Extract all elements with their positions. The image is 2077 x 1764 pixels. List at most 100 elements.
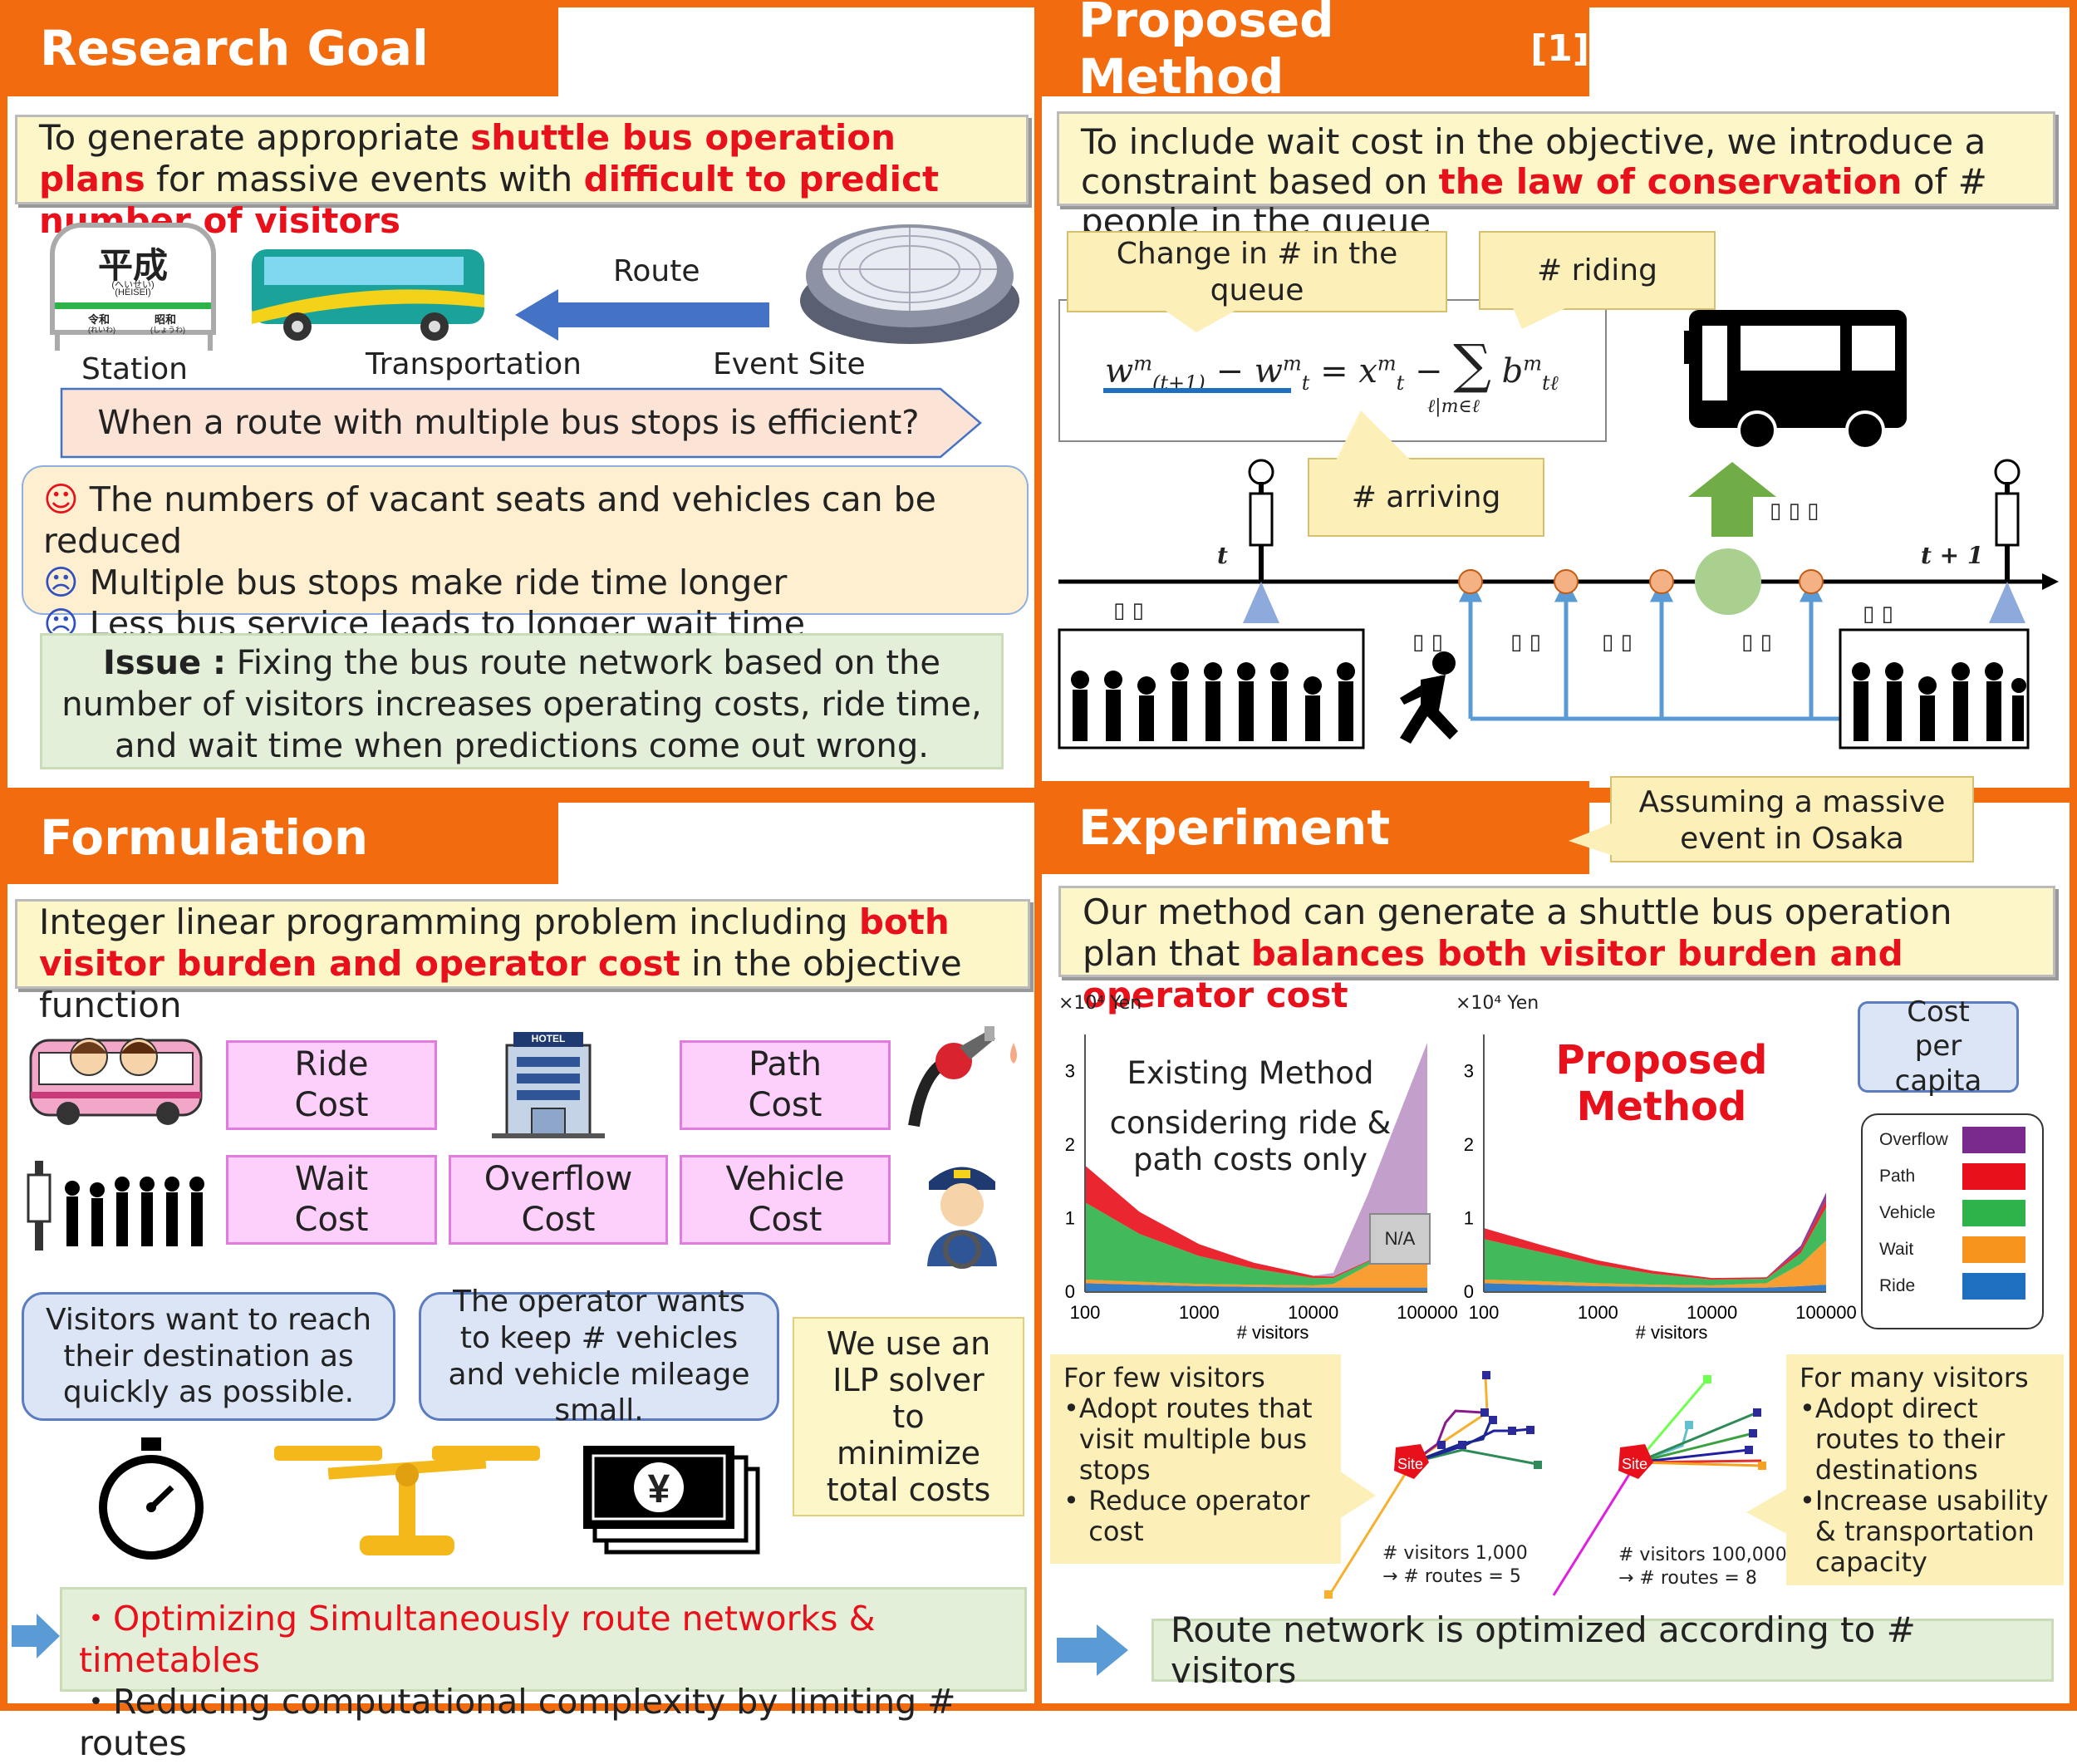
callout-queue-change: Change in # in the queue	[1067, 231, 1447, 312]
result-arrow-icon	[12, 1614, 60, 1658]
left-chart-title-1: Existing Method	[1127, 1055, 1374, 1091]
legend-swatch	[1962, 1200, 2025, 1226]
few-site-label: Site	[1397, 1456, 1424, 1472]
visitors-note: Visitors want to reach their destination…	[22, 1292, 395, 1421]
formulation-heading: Formulation	[0, 791, 558, 884]
smile-icon: ☺	[43, 479, 79, 519]
label-transportation: Transportation	[366, 347, 582, 381]
legend-item-ride: Ride	[1879, 1268, 2025, 1305]
right-x-tick: 100000	[1795, 1302, 1856, 1323]
few-visitors-note: For few visitors •Adopt routes that visi…	[1050, 1354, 1341, 1564]
arrow-glyph-1: ▯ ▯	[1510, 630, 1541, 655]
conclusion-arrow-icon	[1057, 1624, 1128, 1676]
bus-driver-icon	[927, 1167, 997, 1269]
right-area-vehicle	[1484, 1207, 1826, 1286]
frown-icon: ☹	[43, 563, 79, 602]
pros-cons-box: ☺ The numbers of vacant seats and vehicl…	[22, 465, 1029, 644]
many-site-label: Site	[1622, 1456, 1648, 1472]
queue-glyph-left: ▯ ▯	[1113, 598, 1144, 623]
right-y-tick: 0	[1464, 1281, 1474, 1302]
route-arrow-icon	[515, 289, 769, 341]
conclusion-box: Route network is optimized according to …	[1151, 1609, 2054, 1691]
left-area-wait	[1085, 1221, 1427, 1288]
cost-per-capita-label: Cost per capita	[1858, 995, 2019, 1098]
few-bullet-1: •Adopt routes that visit multiple bus st…	[1063, 1393, 1313, 1486]
yen-banknotes-icon	[583, 1446, 760, 1555]
left-x-tick: 100	[1070, 1302, 1101, 1323]
station-sign-leg-right	[208, 332, 213, 351]
bus-stop-start-icon	[1248, 459, 1274, 582]
left-y-tick: 3	[1065, 1060, 1075, 1081]
many-visitors-note: For many visitors •Adopt direct routes t…	[1786, 1354, 2064, 1585]
con-item-1: ☹ Multiple bus stops make ride time long…	[43, 563, 788, 602]
legend-swatch	[1962, 1273, 2025, 1300]
callout-arriving-tail	[1336, 410, 1411, 460]
proposed-method-intro: To include wait cost in the objective, w…	[1057, 111, 2055, 242]
bus-stop-end-icon	[1994, 459, 2021, 582]
callout-queue-tail	[1163, 309, 1238, 332]
many-visitors-title: For many visitors	[1800, 1362, 2029, 1393]
many-visitors-note-tail	[1746, 1487, 1790, 1536]
fuel-nozzle-icon	[908, 1026, 1017, 1128]
equation-sum-index: ℓ|m∈ℓ	[1427, 396, 1480, 417]
right-chart-unit: ×10⁴ Yen	[1456, 993, 1539, 1014]
school-bus-kids-icon	[29, 1038, 203, 1125]
right-area-ride	[1484, 1283, 1826, 1292]
left-x-tick: 1000	[1179, 1302, 1220, 1323]
proposed-method-heading: Proposed Method[1]	[1037, 0, 1589, 105]
formulation-bullets: ・Optimizing Simultaneously route network…	[60, 1587, 1027, 1763]
queue-people-icon	[27, 1161, 204, 1251]
legend-item-path: Path	[1879, 1158, 2025, 1195]
few-visitors-note-tail	[1339, 1471, 1376, 1519]
legend-label: Ride	[1879, 1276, 1916, 1295]
station-sign-icon: 平成 (へいせい) (HEISEI) 令和 (れいわ) 昭和 (しょうわ)	[50, 223, 216, 335]
right-area-wait	[1484, 1241, 1826, 1288]
issue-box: Issue : Fixing the bus route network bas…	[40, 633, 1004, 769]
boarding-arrow-icon	[1688, 462, 1776, 537]
big-bus-icon	[1684, 310, 1907, 450]
right-y-tick: 1	[1464, 1207, 1474, 1228]
left-chart-unit: ×10⁴ Yen	[1058, 993, 1142, 1014]
left-area-ride	[1085, 1283, 1427, 1292]
right-x-tick: 100	[1469, 1302, 1500, 1323]
bullet-reduce: ・Reducing computational complexity by li…	[79, 1682, 956, 1763]
question-text: When a route with multiple bus stops is …	[97, 404, 920, 442]
left-y-tick: 1	[1065, 1207, 1075, 1228]
time-label-t: t	[1217, 542, 1228, 569]
experiment-callout-tail	[1569, 823, 1613, 856]
left-x-label: # visitors	[1237, 1322, 1309, 1343]
experiment-heading: Experiment	[1037, 781, 1589, 874]
left-area-path	[1085, 1165, 1427, 1279]
left-x-tick: 100000	[1397, 1302, 1457, 1323]
na-label: N/A	[1369, 1213, 1431, 1265]
station-sign-leg-left	[55, 332, 60, 351]
callout-riding: # riding	[1479, 231, 1716, 310]
research-goal-heading: Research Goal	[0, 0, 558, 96]
stopwatch-icon	[99, 1437, 204, 1560]
few-visitors-route-map	[1324, 1371, 1542, 1599]
left-chart-title-2: considering ride & path costs only	[1109, 1105, 1392, 1177]
right-x-tick: 1000	[1578, 1302, 1618, 1323]
time-label-t1: t + 1	[1921, 542, 1984, 569]
left-area-vehicle	[1085, 1201, 1427, 1286]
runner-glyph: ▯ ▯	[1412, 630, 1443, 655]
hotel-sign: HOTEL	[531, 1033, 566, 1044]
legend-swatch	[1962, 1163, 2025, 1190]
conservation-equation: wm(t+1) − wmt = xmt − ∑ bmtℓ	[1105, 334, 1559, 396]
arrow-glyph-3: ▯ ▯	[1741, 630, 1772, 655]
many-bullet-1: •Adopt direct routes to their destinatio…	[1800, 1393, 2006, 1486]
left-y-tick: 2	[1065, 1134, 1075, 1155]
arrow-glyph-2: ▯ ▯	[1602, 630, 1633, 655]
legend-item-overflow: Overflow	[1879, 1122, 2025, 1158]
conservation-equation-box	[1058, 299, 1607, 442]
right-x-tick: 10000	[1687, 1302, 1737, 1323]
many-bullet-2: •Increase usability & transportation cap…	[1800, 1485, 2049, 1578]
right-chart-title: Proposed Method	[1555, 1037, 1768, 1130]
callout-arriving: # arriving	[1308, 458, 1544, 537]
solver-note: We use an ILP solver to minimize total c…	[793, 1317, 1024, 1516]
